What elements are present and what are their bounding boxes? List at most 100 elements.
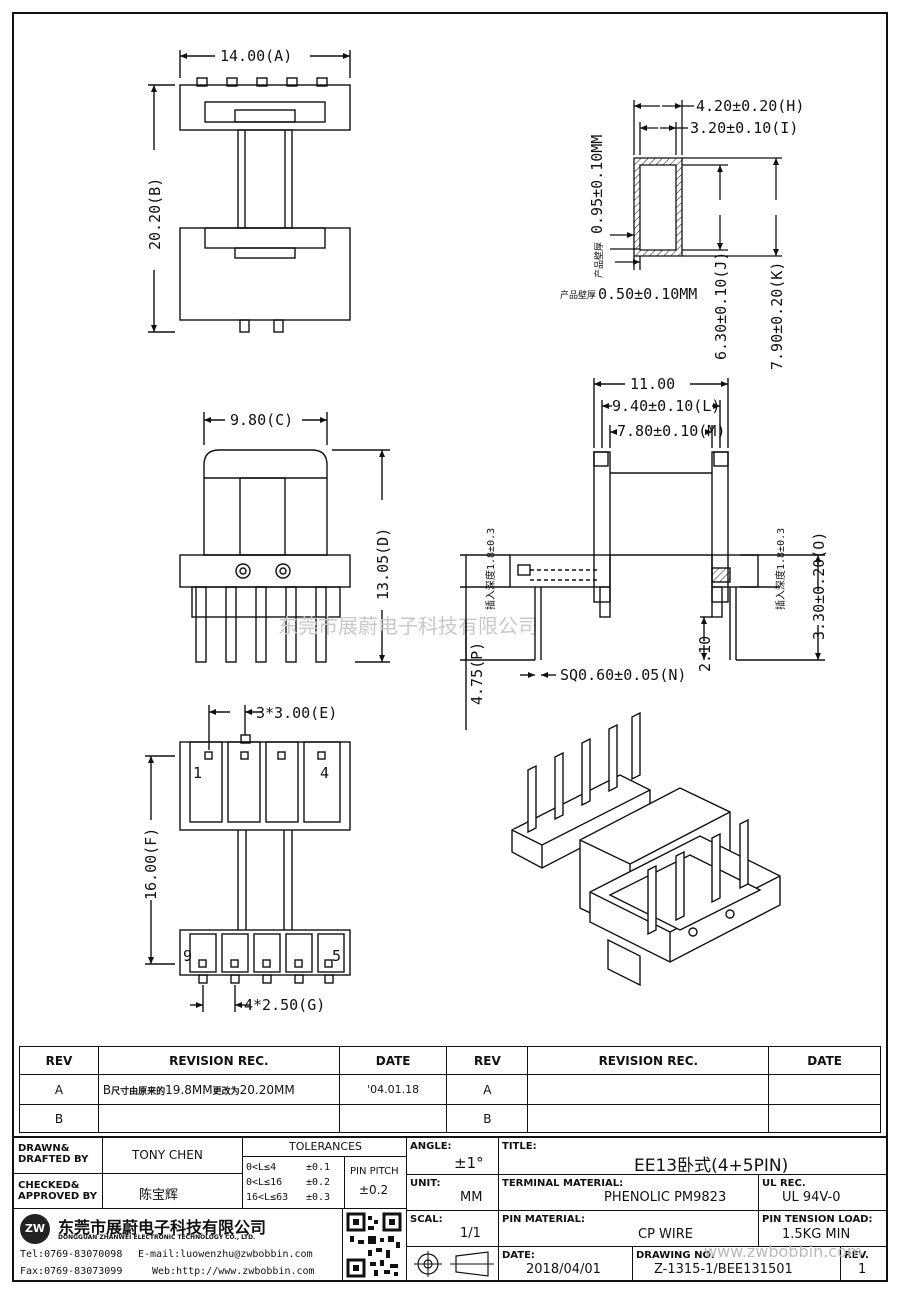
tol-range: 16<L≤63: [246, 1192, 289, 1203]
tol-range: 0<L≤4: [246, 1162, 277, 1173]
company-email: E-mail:luowenzhu@zwbobbin.com: [138, 1249, 313, 1260]
revision-rec-mid1: 19.8MM: [165, 1082, 213, 1097]
dim-J: 6.30±0.10(J): [712, 252, 730, 360]
title-value: EE13卧式(4+5PIN): [634, 1156, 789, 1176]
dim-pin-stub: 2.10: [696, 636, 714, 672]
drawing-no-value: Z-1315-1/BEE131501: [654, 1262, 793, 1277]
rev-cell: A: [19, 1074, 99, 1105]
terminal-label: TERMINAL MATERIAL:: [502, 1178, 624, 1189]
dim-B: 20.20(B): [146, 178, 164, 250]
tension-value: 1.5KG MIN: [782, 1227, 851, 1242]
watermark-footer: www.zwbobbin.com: [704, 1242, 863, 1261]
terminal-value: PHENOLIC PM9823: [604, 1190, 727, 1205]
date-cell-2: [768, 1074, 881, 1105]
rev-header: REV: [19, 1046, 99, 1075]
tol-value: ±0.3: [306, 1192, 331, 1203]
tension-label: PIN TENSION LOAD:: [762, 1214, 873, 1225]
dim-C: 9.80(C): [230, 411, 293, 429]
pin-material-value: CP WIRE: [638, 1227, 693, 1242]
checked-value: 陈宝辉: [139, 1188, 179, 1203]
rev-cell: B: [19, 1104, 99, 1133]
date-value: 2018/04/01: [526, 1262, 601, 1277]
revision-rec-small2: 更改为: [212, 1086, 240, 1097]
dim-A: 14.00(A): [220, 47, 292, 65]
rev-header-2: REV: [446, 1046, 529, 1075]
date-label: DATE:: [502, 1250, 535, 1261]
dim-G: 4*2.50(G): [244, 996, 325, 1014]
logo-text: ZW: [24, 1222, 46, 1235]
drawing-no-label: DRAWING NO.: [636, 1250, 715, 1261]
list-item: 0<L≤16 ±0.2: [246, 1175, 330, 1190]
projection-symbol-icon: [414, 1251, 494, 1277]
unit-value: MM: [460, 1190, 483, 1205]
tol-value: ±0.1: [306, 1162, 331, 1173]
pin-label-5: 5: [332, 947, 341, 965]
qr-code-icon: [346, 1212, 402, 1278]
dim-L: 9.40±0.10(L): [612, 397, 720, 415]
wall-side-label: 产品壁厚: [593, 242, 605, 278]
rev-cell-2: B: [446, 1104, 529, 1133]
front-view: [148, 50, 351, 333]
revision-rec-cell: [97, 1104, 340, 1133]
dim-N: SQ0.60±0.05(N): [560, 666, 686, 684]
date-cell-2: [768, 1104, 881, 1133]
date-header: DATE: [338, 1046, 448, 1075]
checked-label: CHECKED& APPROVED BY: [18, 1180, 97, 1202]
end-view: [460, 378, 825, 730]
angle-value: ±1°: [454, 1154, 484, 1172]
drawn-value: TONY CHEN: [132, 1148, 203, 1162]
ul-label: UL REC.: [762, 1178, 806, 1189]
dim-O: 3.30±0.20(O): [810, 532, 828, 640]
rev-cell-2: A: [446, 1074, 529, 1105]
table-row: A B尺寸由原来的19.8MM更改为20.20MM '04.01.18 A: [19, 1074, 881, 1105]
company-web: Web:http://www.zwbobbin.com: [152, 1266, 315, 1277]
revision-rec-header: REVISION REC.: [97, 1046, 340, 1075]
dim-K: 7.90±0.20(K): [768, 262, 786, 370]
insert-depth-left: 插入深度1.8±0.3: [484, 528, 497, 610]
tol-range: 0<L≤16: [246, 1177, 283, 1188]
wall-bottom-value: 0.50±0.10MM: [598, 285, 697, 303]
drawing-views: 14.00(A) 20.20(B): [142, 47, 828, 1014]
wall-side-value: 0.95±0.10MM: [588, 135, 606, 234]
drawn-label: DRAWN& DRAFTED BY: [18, 1143, 89, 1165]
company-name-en: DONGGUAN ZHANWEI ELECTRONIC TECHNOLOGY C…: [58, 1234, 256, 1241]
dim-I: 3.20±0.10(I): [690, 119, 798, 137]
dim-E: 3*3.00(E): [256, 704, 337, 722]
pin-label-9: 9: [183, 947, 192, 965]
drawing-sheet: [12, 12, 888, 1282]
wall-bottom-label: 产品壁厚: [560, 289, 596, 301]
date-header-2: DATE: [768, 1046, 881, 1075]
isometric-view: [511, 711, 781, 987]
ul-value: UL 94V-0: [782, 1190, 841, 1205]
dim-overall-width: 11.00: [630, 375, 675, 393]
tol-value: ±0.2: [306, 1177, 331, 1188]
angle-label: ANGLE:: [410, 1141, 452, 1152]
watermark-mid: 东莞市展蔚电子科技有限公司: [278, 614, 538, 638]
title-block: DRAWN& DRAFTED BY TONY CHEN CHECKED& APP…: [14, 1136, 886, 1282]
insert-depth-right: 插入深度1.8±0.3: [774, 528, 787, 610]
company-logo-icon: ZW: [20, 1214, 50, 1244]
rev-label: REV.: [844, 1250, 869, 1261]
table-row: B B: [19, 1104, 881, 1133]
revision-rec-prefix: B: [102, 1082, 112, 1097]
unit-label: UNIT:: [410, 1178, 441, 1189]
section-view: [610, 100, 782, 270]
date-cell: '04.01.18: [338, 1074, 448, 1105]
rev-value: 1: [858, 1262, 867, 1277]
scal-label: SCAL:: [410, 1214, 443, 1225]
revision-rec-header-2: REVISION REC.: [527, 1046, 770, 1075]
revision-table: REV REVISION REC. DATE REV REVISION REC.…: [19, 1046, 881, 1133]
company-tel: Tel:0769-83070098: [20, 1249, 123, 1260]
pin-material-label: PIN MATERIAL:: [502, 1214, 585, 1225]
pin-pitch-value: ±0.2: [359, 1183, 389, 1197]
bottom-view: [145, 705, 351, 1012]
dim-F: 16.00(F): [142, 828, 160, 900]
revision-rec-cell-2: [527, 1104, 770, 1133]
pin-pitch-label: PIN PITCH: [350, 1166, 399, 1177]
pin-label-4: 4: [320, 764, 329, 782]
revision-rec-cell: B尺寸由原来的19.8MM更改为20.20MM: [97, 1074, 340, 1105]
side-view: [179, 412, 390, 663]
company-name-cn: 东莞市展蔚电子科技有限公司: [58, 1218, 267, 1237]
pin-label-1: 1: [193, 764, 202, 782]
dim-M: 7.80±0.10(M): [617, 422, 725, 440]
